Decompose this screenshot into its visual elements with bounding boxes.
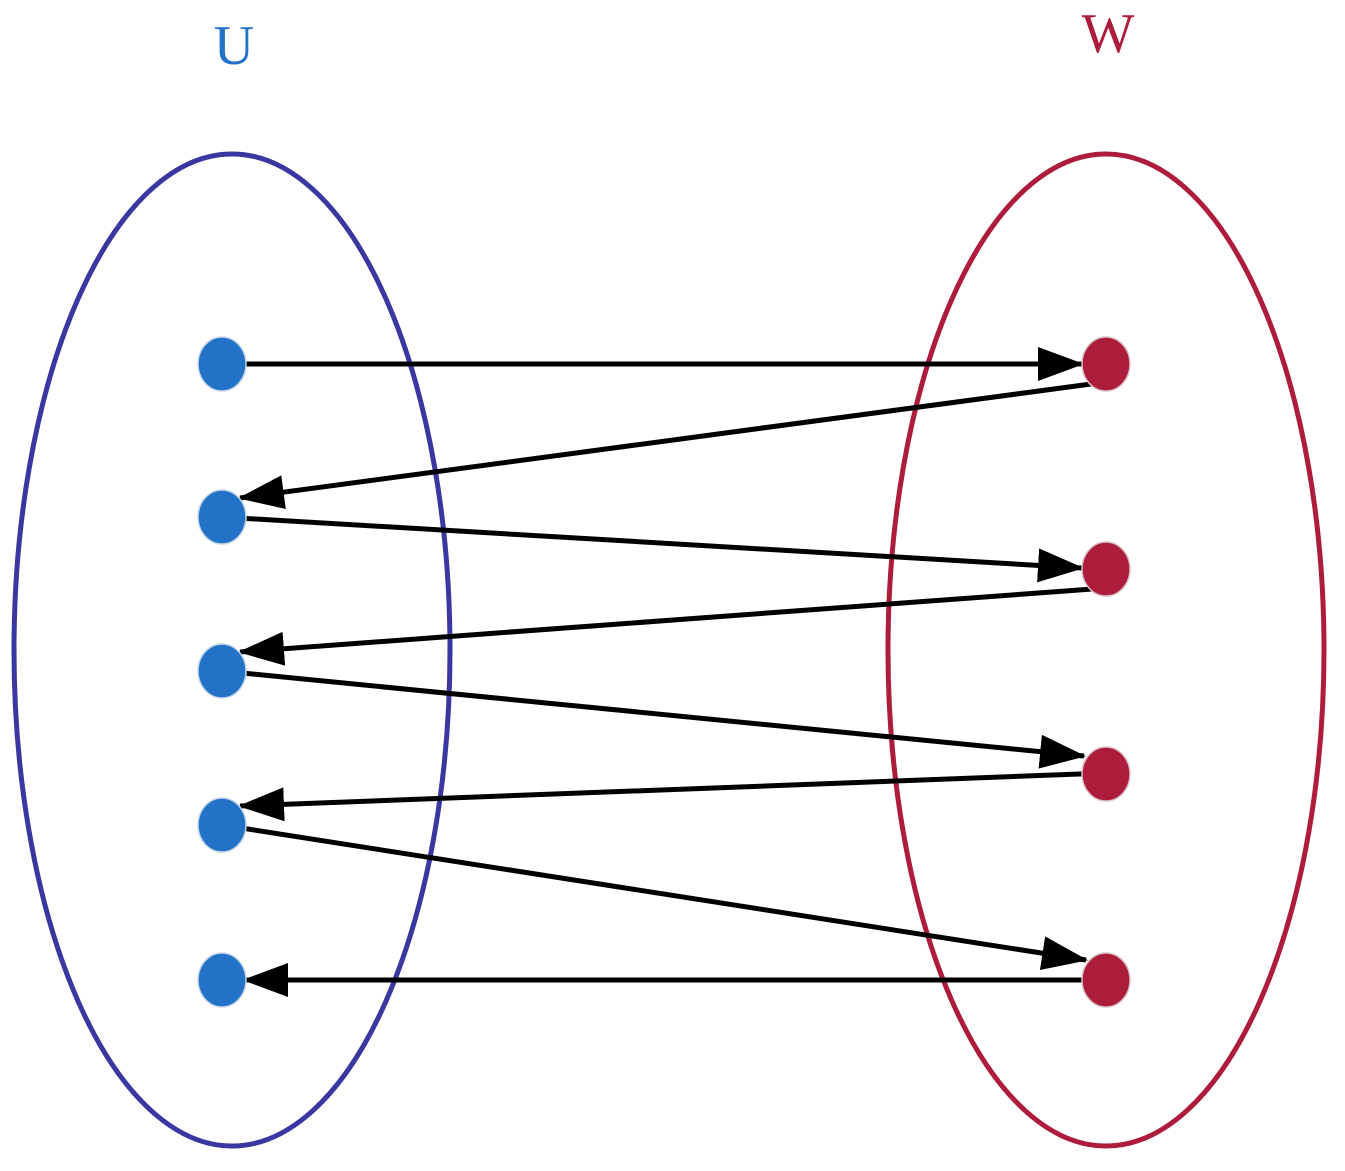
set-u-nodes xyxy=(197,336,247,1008)
set-u-ellipse xyxy=(11,151,453,1149)
set-w-nodes xyxy=(1081,336,1131,1008)
edge-w3-u4 xyxy=(238,770,1107,822)
node-u4 xyxy=(197,797,247,853)
node-u1 xyxy=(197,336,247,392)
edges xyxy=(221,347,1107,997)
node-w2 xyxy=(1081,541,1131,597)
set-w-label: W xyxy=(1082,3,1135,65)
set-w-ellipse xyxy=(885,151,1327,1149)
node-u5 xyxy=(197,952,247,1008)
node-u2 xyxy=(197,489,247,545)
node-u3 xyxy=(197,643,247,699)
edge-w1-u2 xyxy=(238,379,1107,510)
node-w3 xyxy=(1081,746,1131,802)
edge-u3-w3 xyxy=(221,668,1086,769)
edge-u4-w4 xyxy=(221,822,1088,971)
node-w1 xyxy=(1081,336,1131,392)
edge-u2-w2 xyxy=(221,514,1084,583)
node-w4 xyxy=(1081,952,1131,1008)
set-u-label: U xyxy=(214,15,254,77)
edge-w2-u3 xyxy=(238,585,1107,666)
